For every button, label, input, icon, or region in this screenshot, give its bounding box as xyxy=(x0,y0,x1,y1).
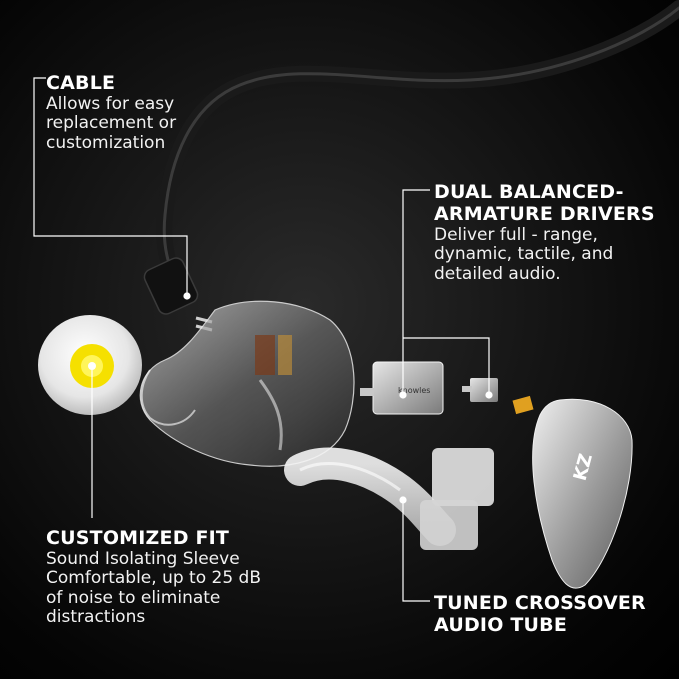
cable-leader-dot xyxy=(183,292,191,300)
tube-callout-title: TUNED CROSSOVER AUDIO TUBE xyxy=(434,592,646,637)
fit-leader-dot xyxy=(88,362,96,370)
fit-desc-line-4: distractions xyxy=(46,607,146,628)
drivers-leader-dot-left xyxy=(399,391,407,399)
drivers-callout-title: DUAL BALANCED- ARMATURE DRIVERS xyxy=(434,181,655,226)
cable xyxy=(143,0,679,332)
fit-desc-line-3: of noise to eliminate xyxy=(46,587,221,608)
drivers-desc-line-3: detailed audio. xyxy=(434,263,561,284)
drivers-callout: DUAL BALANCED- ARMATURE DRIVERS Deliver … xyxy=(434,181,655,285)
drivers-leader-dot-right xyxy=(485,391,493,399)
cable-callout-title: CABLE xyxy=(46,72,116,94)
cable-desc-line-3: customization xyxy=(46,132,166,153)
fit-desc-line-2: Comfortable, up to 25 dB xyxy=(46,568,261,589)
leader-lines xyxy=(33,77,493,602)
earphone-shell xyxy=(139,300,355,467)
crossover-component xyxy=(512,395,534,415)
cable-leader-line xyxy=(33,77,188,296)
balanced-armature-driver-large: knowles xyxy=(360,361,444,415)
drivers-callout-description: Deliver full - range, dynamic, tactile, … xyxy=(434,224,655,285)
face-plate: KZ xyxy=(532,398,633,589)
tube-leader-dot xyxy=(399,496,407,504)
balanced-armature-driver-small xyxy=(462,378,498,402)
fit-desc-line-1: Sound Isolating Sleeve xyxy=(46,548,240,569)
cable-desc-line-2: replacement or xyxy=(46,113,177,134)
tube-title-line-2: AUDIO TUBE xyxy=(434,613,568,636)
drivers-leader-line-right xyxy=(403,337,490,395)
cable-callout: CABLE Allows for easy replacement or cus… xyxy=(46,72,177,154)
drivers-title-line-2: ARMATURE DRIVERS xyxy=(434,202,655,225)
fit-callout-title: CUSTOMIZED FIT xyxy=(46,527,230,549)
drivers-desc-line-2: dynamic, tactile, and xyxy=(434,244,614,265)
fit-callout-description: Sound Isolating Sleeve Comfortable, up t… xyxy=(46,548,261,628)
cable-callout-description: Allows for easy replacement or customiza… xyxy=(46,93,177,154)
tube-title-line-1: TUNED CROSSOVER xyxy=(434,592,646,614)
fit-callout: CUSTOMIZED FIT Sound Isolating Sleeve Co… xyxy=(46,527,261,628)
tube-callout: TUNED CROSSOVER AUDIO TUBE xyxy=(434,592,646,637)
drivers-title-line-1: DUAL BALANCED- xyxy=(434,181,624,203)
cable-desc-line-1: Allows for easy xyxy=(46,93,175,114)
drivers-desc-line-1: Deliver full - range, xyxy=(434,224,598,245)
crossover-audio-tube xyxy=(284,447,494,550)
tube-leader-line xyxy=(402,500,430,602)
drivers-leader-line-left xyxy=(402,189,430,395)
driver-brand-text: knowles xyxy=(398,386,430,395)
